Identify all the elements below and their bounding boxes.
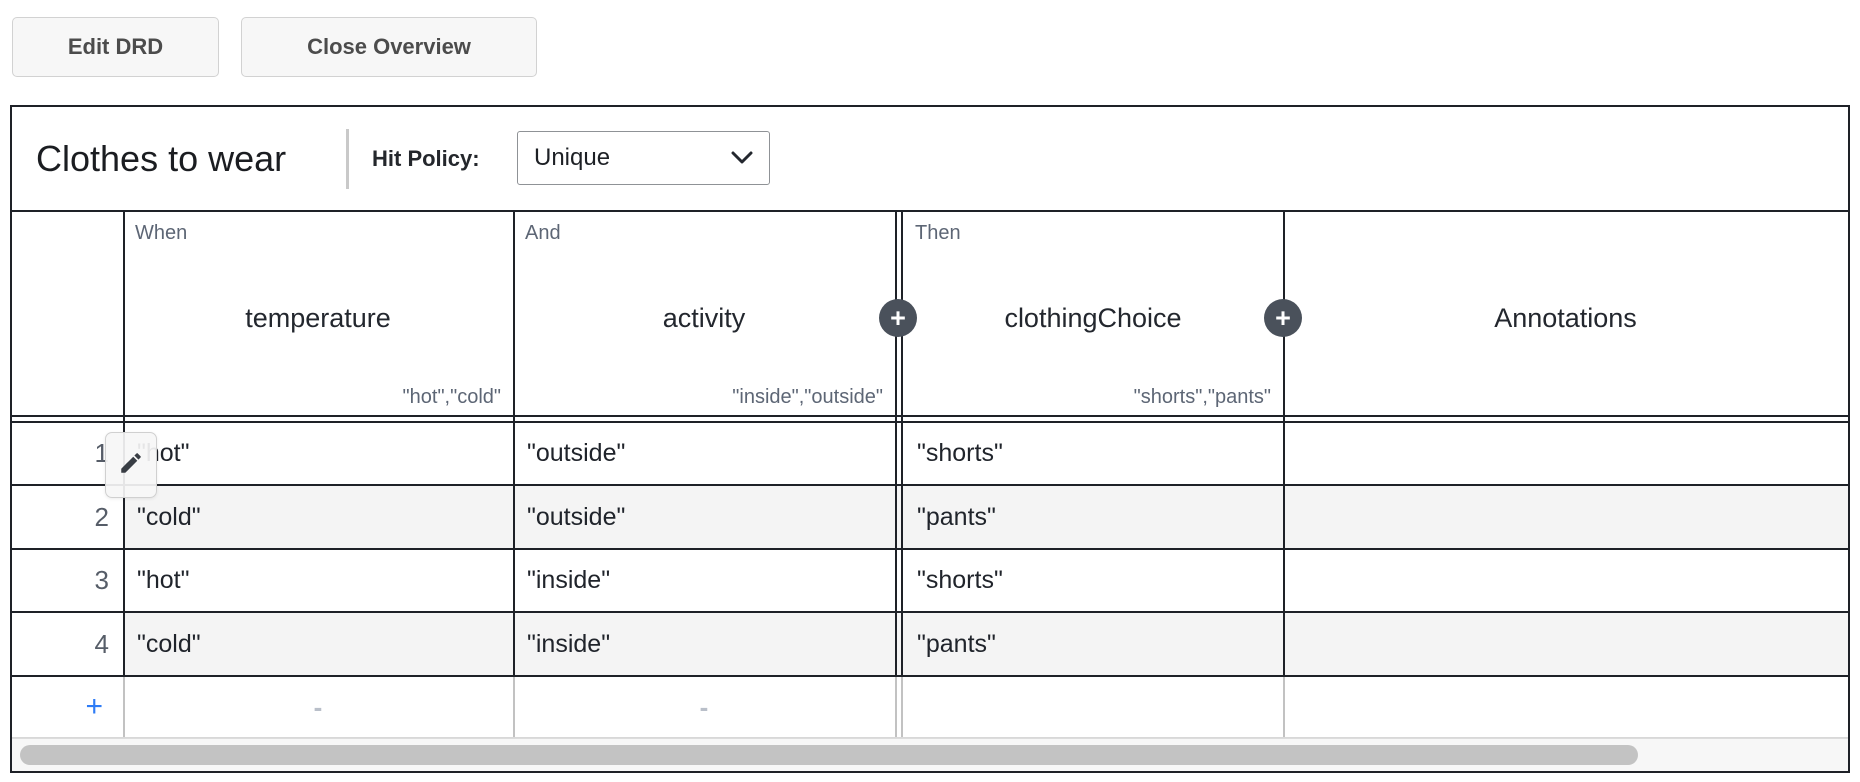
- header-when-label: When: [135, 222, 188, 244]
- header-output-clothingchoice[interactable]: Then clothingChoice "shorts","pants": [903, 212, 1283, 415]
- decision-table-header-bar: Clothes to wear Hit Policy: Unique: [12, 107, 1848, 212]
- header-allowed-values: "inside","outside": [732, 386, 883, 408]
- plus-icon: +: [1275, 303, 1291, 333]
- header-column-name: activity: [662, 303, 746, 333]
- decision-table-title[interactable]: Clothes to wear: [36, 138, 287, 179]
- chevron-down-icon: [731, 144, 753, 172]
- row-divider: [12, 611, 1848, 613]
- add-row-bottom-divider: [12, 737, 1848, 738]
- decision-table: Clothes to wear Hit Policy: Unique When …: [10, 105, 1850, 773]
- header-column-name: temperature: [245, 303, 391, 333]
- row-divider: [12, 675, 1848, 677]
- header-annotations[interactable]: Annotations: [1283, 212, 1848, 415]
- cell-activity[interactable]: "outside": [527, 503, 626, 531]
- header-input-temperature[interactable]: When temperature "hot","cold": [123, 212, 513, 415]
- cell-temperature[interactable]: "hot": [137, 566, 190, 594]
- column-divider-light: [895, 677, 897, 737]
- row-divider: [12, 548, 1848, 550]
- header-body-divider: [12, 421, 1848, 423]
- cell-annotation[interactable]: [1283, 423, 1848, 484]
- add-row-button[interactable]: +: [85, 690, 103, 723]
- header-column-name: clothingChoice: [1004, 303, 1182, 333]
- header-body-divider: [12, 415, 1848, 417]
- row-divider: [12, 484, 1848, 486]
- cell-clothingchoice[interactable]: "shorts": [917, 439, 1003, 467]
- column-divider: [513, 212, 515, 677]
- hit-policy-label: Hit Policy:: [372, 146, 480, 171]
- cell-temperature[interactable]: "hot": [137, 439, 190, 467]
- cell-activity[interactable]: "outside": [527, 439, 626, 467]
- add-row-placeholder[interactable]: -: [699, 692, 709, 722]
- edit-row-button[interactable]: [105, 432, 157, 498]
- header-input-activity[interactable]: And activity "inside","outside": [513, 212, 895, 415]
- plus-icon: +: [890, 303, 906, 333]
- header-column-name: Annotations: [1494, 303, 1637, 333]
- add-input-column-button[interactable]: +: [879, 299, 917, 337]
- column-divider-light: [123, 677, 125, 737]
- column-divider-light: [1283, 677, 1285, 737]
- add-output-column-button[interactable]: +: [1264, 299, 1302, 337]
- header-allowed-values: "shorts","pants": [1133, 386, 1271, 408]
- header-and-label: And: [525, 222, 561, 244]
- header-allowed-values: "hot","cold": [402, 386, 501, 408]
- edit-drd-button[interactable]: Edit DRD: [12, 17, 219, 77]
- cell-annotation[interactable]: [1283, 613, 1848, 675]
- cell-activity[interactable]: "inside": [527, 566, 611, 594]
- cell-annotation[interactable]: [1283, 486, 1848, 548]
- row-number[interactable]: 3: [94, 565, 109, 595]
- pencil-icon: [118, 450, 144, 481]
- cell-activity[interactable]: "inside": [527, 630, 611, 658]
- cell-clothingchoice[interactable]: "pants": [917, 503, 996, 531]
- row-number[interactable]: 2: [94, 502, 109, 532]
- header-row-number-column: [12, 212, 123, 415]
- hit-policy-select[interactable]: Unique: [517, 131, 770, 185]
- cell-temperature[interactable]: "cold": [137, 503, 201, 531]
- row-number[interactable]: 4: [94, 629, 109, 659]
- cell-clothingchoice[interactable]: "pants": [917, 630, 996, 658]
- hit-policy-value: Unique: [534, 144, 611, 171]
- zebra-row-4: [123, 613, 1848, 675]
- cell-annotation[interactable]: [1283, 550, 1848, 611]
- input-output-divider: [895, 212, 897, 677]
- input-output-divider: [901, 212, 903, 677]
- horizontal-scrollbar-thumb[interactable]: [20, 745, 1638, 765]
- cell-temperature[interactable]: "cold": [137, 630, 201, 658]
- header-then-label: Then: [915, 222, 961, 244]
- title-divider: [346, 129, 349, 189]
- cell-clothingchoice[interactable]: "shorts": [917, 566, 1003, 594]
- close-overview-button[interactable]: Close Overview: [241, 17, 537, 77]
- column-divider-light: [513, 677, 515, 737]
- column-divider-light: [901, 677, 903, 737]
- zebra-row-2: [123, 486, 1848, 548]
- add-row-placeholder[interactable]: -: [313, 692, 323, 722]
- column-divider: [1283, 212, 1285, 677]
- horizontal-scrollbar-track[interactable]: [12, 738, 1848, 771]
